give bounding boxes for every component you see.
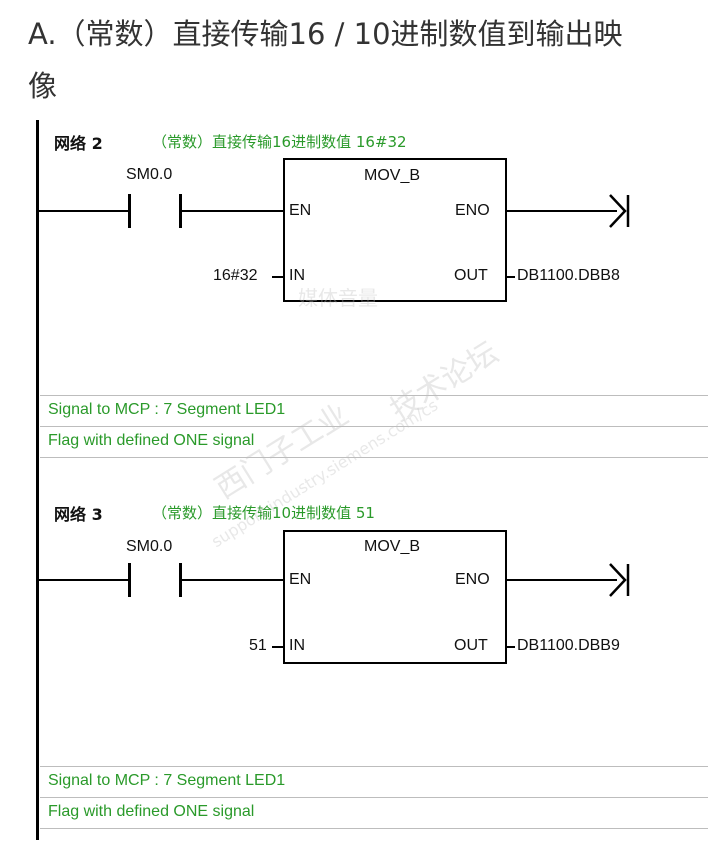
comment-text: Flag with defined ONE signal	[48, 432, 255, 449]
ladder-diagram	[36, 108, 708, 848]
in-wire	[272, 646, 283, 648]
comment-text: Flag with defined ONE signal	[48, 803, 255, 820]
comment-text: Signal to MCP : 7 Segment LED1	[48, 772, 286, 789]
output-wire	[505, 579, 617, 581]
in-pin: IN	[289, 267, 305, 284]
en-pin: EN	[289, 571, 312, 588]
out-pin: OUT	[454, 267, 488, 284]
contact-right-bar	[179, 194, 182, 228]
contact-left-bar	[128, 563, 131, 597]
power-rail	[36, 120, 39, 840]
out-value: DB1100.DBB9	[517, 637, 620, 654]
rung-wire	[39, 579, 130, 581]
network-comment: （常数）直接传输16进制数值 16#32	[152, 133, 407, 151]
mov-b-block	[283, 530, 507, 664]
comment-text: Signal to MCP : 7 Segment LED1	[48, 401, 286, 418]
comment-row: Flag with defined ONE signal	[40, 427, 708, 458]
block-title: MOV_B	[364, 538, 421, 555]
contact-right-bar	[179, 563, 182, 597]
contact-label: SM0.0	[126, 166, 173, 183]
network-title: 网络 2	[54, 134, 103, 153]
eno-pin: ENO	[455, 571, 490, 588]
in-value: 16#32	[213, 267, 258, 284]
eno-pin: ENO	[455, 202, 490, 219]
rung-wire	[182, 579, 283, 581]
out-wire	[505, 646, 515, 648]
contact-left-bar	[128, 194, 131, 228]
heading-line-2: 像	[28, 69, 58, 103]
heading-line-1: A.（常数）直接传输16 / 10进制数值到输出映	[28, 17, 623, 51]
en-pin: EN	[289, 202, 312, 219]
comment-row: Flag with defined ONE signal	[40, 798, 708, 829]
out-pin: OUT	[454, 637, 488, 654]
page-heading: A.（常数）直接传输16 / 10进制数值到输出映 像	[28, 8, 718, 112]
out-value: DB1100.DBB8	[517, 267, 620, 284]
in-wire	[272, 276, 283, 278]
comment-row: Signal to MCP : 7 Segment LED1	[40, 766, 708, 798]
mov-b-block	[283, 158, 507, 302]
comment-row: Signal to MCP : 7 Segment LED1	[40, 395, 708, 427]
network-title: 网络 3	[54, 505, 103, 524]
in-value: 51	[249, 637, 267, 654]
output-wire	[505, 210, 617, 212]
in-pin: IN	[289, 637, 305, 654]
block-title: MOV_B	[364, 167, 421, 184]
contact-label: SM0.0	[126, 538, 173, 555]
out-wire	[505, 276, 515, 278]
rung-wire	[182, 210, 283, 212]
network-comment: （常数）直接传输10进制数值 51	[152, 504, 375, 522]
rung-wire	[39, 210, 130, 212]
